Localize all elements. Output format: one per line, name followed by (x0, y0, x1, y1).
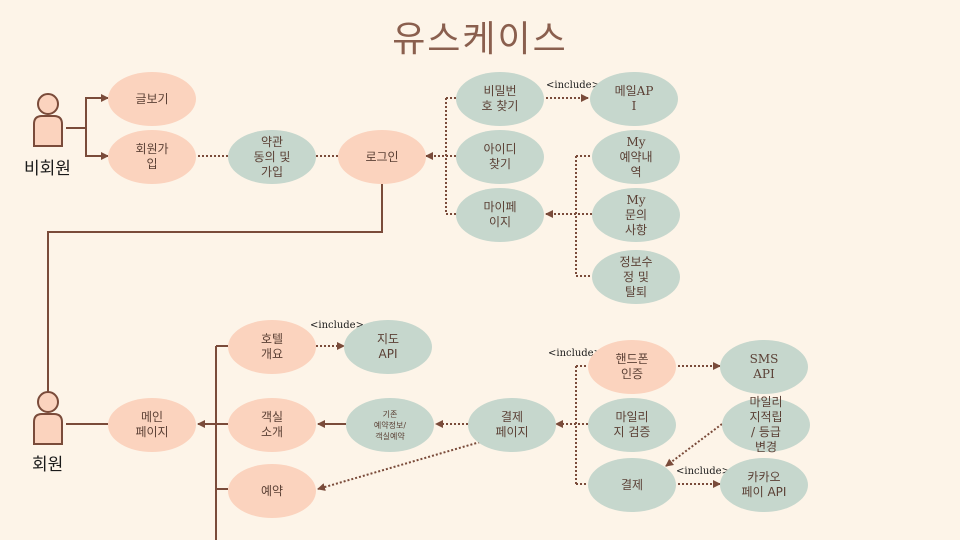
node-mypage[interactable]: 마이페 이지 (456, 188, 544, 242)
node-info-edit[interactable]: 정보수 정 및 탈퇴 (592, 250, 680, 304)
node-payment[interactable]: 결제 (588, 458, 676, 512)
node-mail-api[interactable]: 메일AP I (590, 72, 678, 126)
node-find-password[interactable]: 비밀번 호 찾기 (456, 72, 544, 126)
node-sms-api[interactable]: SMS API (720, 340, 808, 394)
node-find-id[interactable]: 아이디 찾기 (456, 130, 544, 184)
member-actor-icon (33, 391, 63, 445)
node-mileage-earn[interactable]: 마일리 지적립 / 등급 변경 (722, 395, 810, 454)
include-label-phone: <include> (548, 348, 602, 359)
node-login[interactable]: 로그인 (338, 130, 426, 184)
node-read-post[interactable]: 글보기 (108, 72, 196, 126)
nonmember-actor-icon (33, 93, 63, 147)
diagram-title: 유스케이스 (392, 19, 568, 60)
include-label-mail: <include> (546, 80, 600, 91)
node-room-intro[interactable]: 객실 소개 (228, 398, 316, 452)
node-main-page[interactable]: 메인 페이지 (108, 398, 196, 452)
member-actor-label: 회원 (32, 455, 64, 475)
node-my-inquiries[interactable]: My 문의 사항 (592, 188, 680, 242)
node-reservation-info[interactable]: 기존 예약정보/ 객실예약 (346, 398, 434, 452)
node-kakaopay-api[interactable]: 카카오 페이 API (720, 458, 808, 512)
edge-paypage-reserve (317, 441, 481, 491)
nonmember-actor-label: 비회원 (24, 159, 71, 179)
node-phone-auth[interactable]: 핸드폰 인증 (588, 340, 676, 394)
node-my-reservations[interactable]: My 예약내 역 (592, 130, 680, 184)
node-signup[interactable]: 회원가 입 (108, 130, 196, 184)
edge-nonmember-read (66, 94, 109, 129)
node-mileage-check[interactable]: 마일리 지 검증 (588, 398, 676, 452)
node-payment-page[interactable]: 결제 페이지 (468, 398, 556, 452)
node-map-api[interactable]: 지도 API (344, 320, 432, 374)
node-terms[interactable]: 약관 동의 및 가입 (228, 130, 316, 184)
node-hotel-overview[interactable]: 호텔 개요 (228, 320, 316, 374)
node-reservation[interactable]: 예약 (228, 464, 316, 518)
edge-nonmember-signup (85, 128, 109, 160)
include-label-kakao: <include> (676, 466, 730, 477)
edge-login-member (47, 184, 383, 392)
include-label-map: <include> (310, 320, 364, 331)
